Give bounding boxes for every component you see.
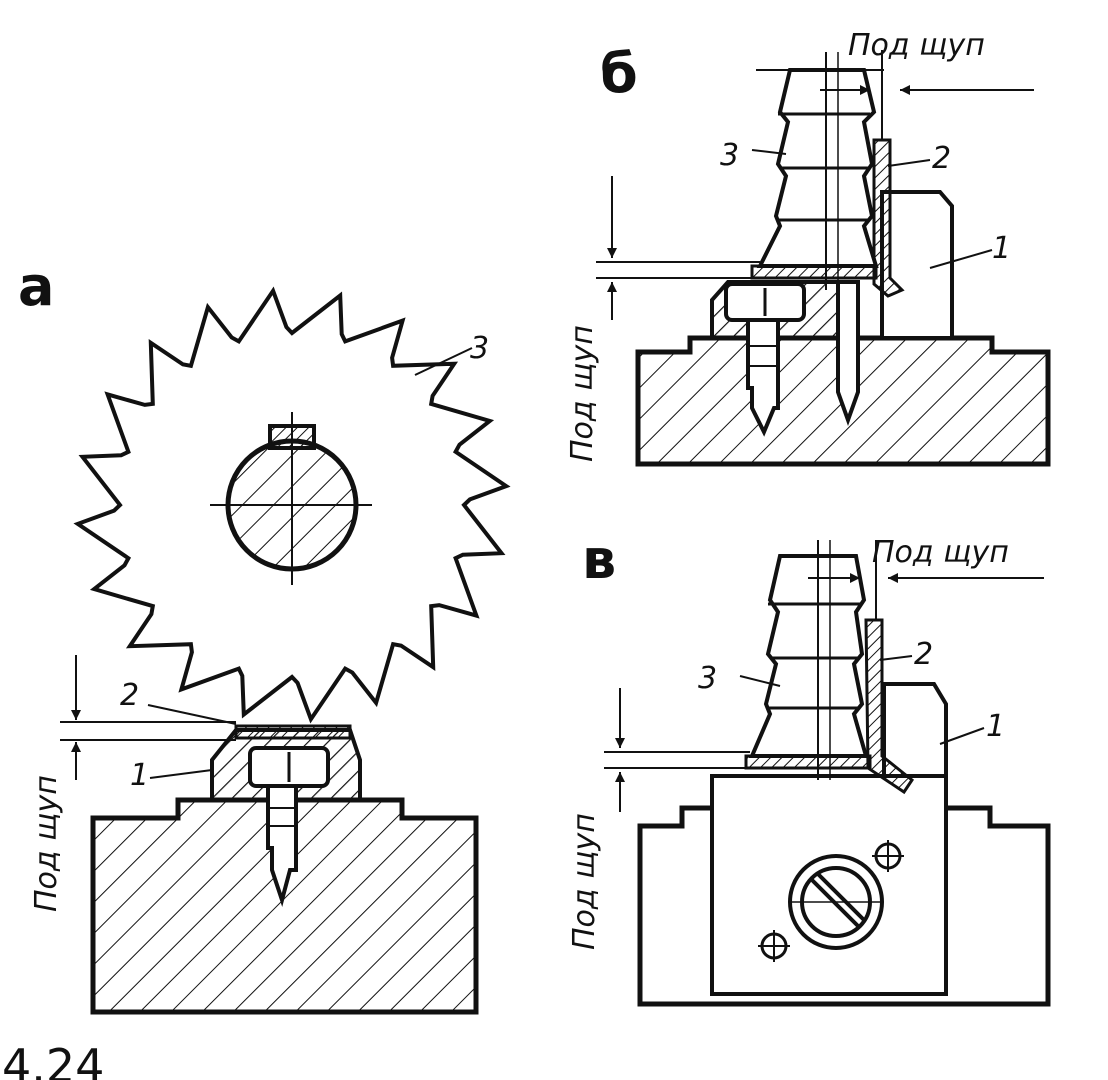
base-block-a	[90, 797, 479, 1015]
panel-b-feeler-note-top: Под щуп	[848, 28, 985, 63]
setting-bracket-v	[882, 682, 948, 778]
screw-shank-b	[746, 318, 780, 437]
panel-v-letter: в	[582, 528, 616, 591]
bolt-head-v	[788, 854, 884, 950]
panel-a-letter: а	[18, 255, 54, 318]
panel-b-part-3: 3	[720, 138, 739, 173]
feeler-plate-b-vertical	[872, 138, 905, 298]
panel-a-part-2: 2	[120, 678, 139, 713]
panel-b: б 3 2	[565, 28, 1051, 467]
locating-hole-left-v	[758, 930, 790, 962]
panel-a: а 2 1 3 Под щуп	[18, 255, 511, 1015]
panel-v-part-3: 3	[698, 661, 717, 696]
panel-v: в	[567, 528, 1051, 1007]
panel-a-feeler-note: Под щуп	[29, 775, 64, 912]
panel-v-part-1: 1	[986, 709, 1005, 744]
panel-b-part-1: 1	[992, 231, 1011, 266]
panel-a-part-3: 3	[470, 331, 489, 366]
arbor-shaft	[210, 412, 372, 585]
form-cutter-v	[748, 554, 869, 758]
panel-a-part-1: 1	[130, 758, 149, 793]
panel-b-feeler-note-side: Под щуп	[565, 325, 600, 462]
feeler-plate-v-vertical	[864, 618, 915, 795]
panel-v-feeler-note-side: Под щуп	[567, 813, 602, 950]
figure-caption: 4.24	[2, 1039, 104, 1080]
panel-b-part-2: 2	[932, 141, 951, 176]
feeler-plate-a	[234, 724, 352, 740]
locating-hole-right-v	[872, 840, 904, 872]
screw-shank-a	[266, 784, 298, 907]
setting-body-v	[710, 774, 948, 996]
locating-pin-b	[836, 280, 860, 426]
panel-v-feeler-note-top: Под щуп	[872, 535, 1009, 570]
panel-b-letter: б	[600, 42, 638, 105]
panel-v-part-2: 2	[914, 637, 933, 672]
